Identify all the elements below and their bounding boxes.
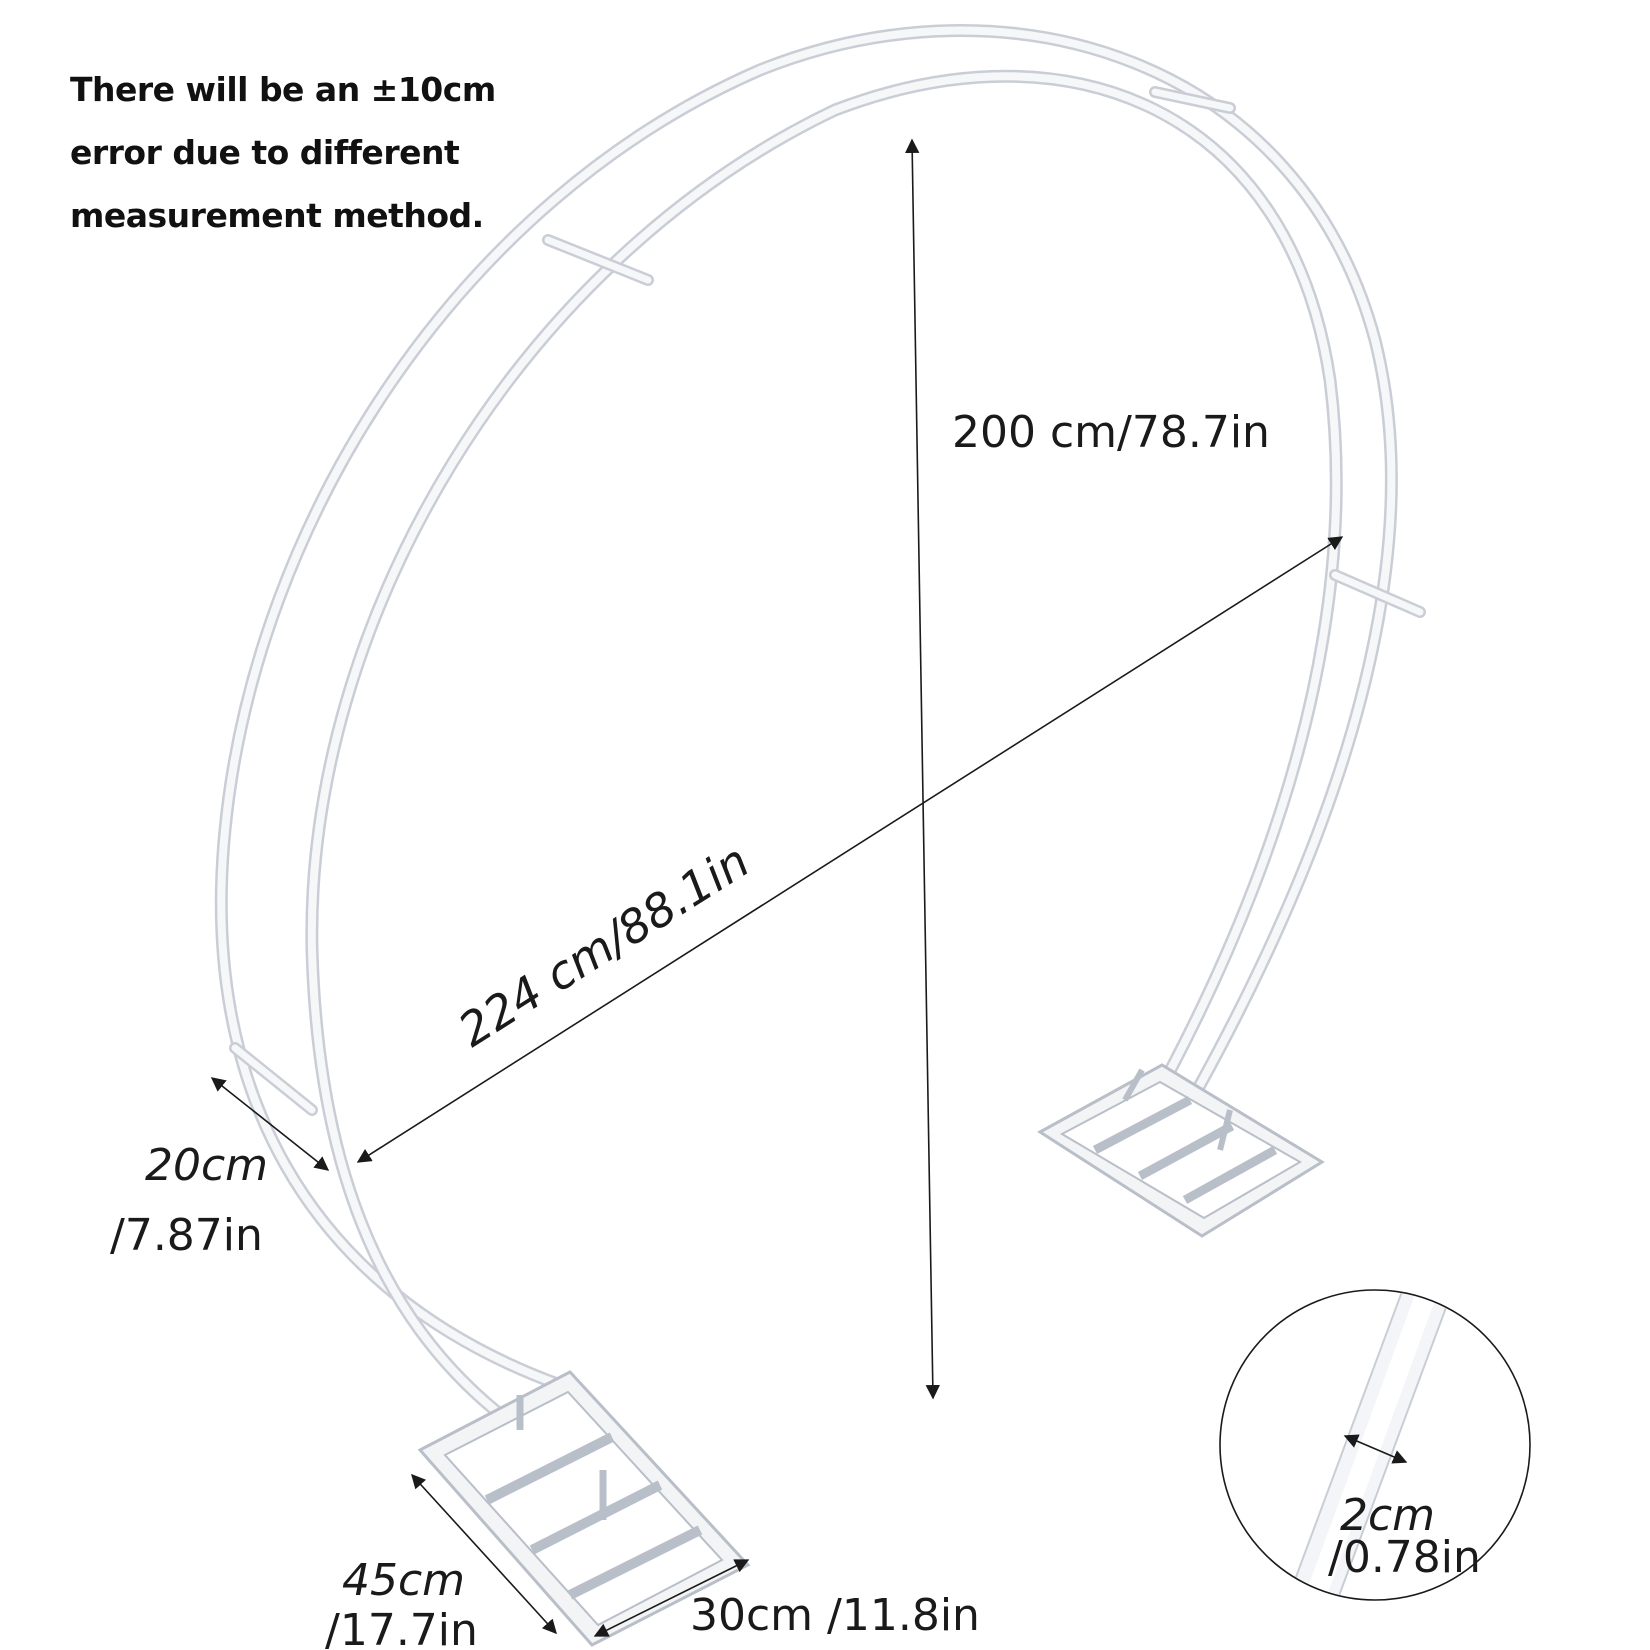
arch-frame — [214, 24, 1426, 1517]
base-width-dimension: 30cm /11.8in — [593, 1559, 980, 1641]
depth-inch-label: /7.87in — [110, 1210, 263, 1261]
height-label: 200 cm/78.7in — [952, 407, 1270, 458]
base-length-dimension: 45cm /17.7in — [325, 1473, 557, 1650]
note-line-1: There will be an ±10cm — [70, 70, 496, 109]
depth-value-label: 20cm — [145, 1140, 268, 1191]
base-length-value-label: 45cm — [342, 1555, 465, 1606]
measurement-error-note: There will be an ±10cm error due to diff… — [70, 58, 540, 247]
tube-detail-callout: 2cm /0.78in — [1219, 1289, 1531, 1601]
tube-inch-label: /0.78in — [1328, 1532, 1481, 1583]
tube-value-label: 2cm — [1340, 1490, 1435, 1541]
right-base-plate — [1037, 1063, 1325, 1238]
base-length-inch-label: /17.7in — [325, 1605, 478, 1650]
cross-bars — [229, 86, 1426, 1116]
note-line-3: measurement method. — [70, 196, 484, 235]
outer-arch-ring — [214, 24, 1398, 1392]
width-dimension: 224 cm/88.1in — [356, 536, 1344, 1163]
note-line-2: error due to different — [70, 133, 460, 172]
width-label: 224 cm/88.1in — [449, 834, 759, 1058]
base-width-label: 30cm /11.8in — [690, 1590, 980, 1641]
depth-dimension: 20cm /7.87in — [110, 1077, 330, 1261]
